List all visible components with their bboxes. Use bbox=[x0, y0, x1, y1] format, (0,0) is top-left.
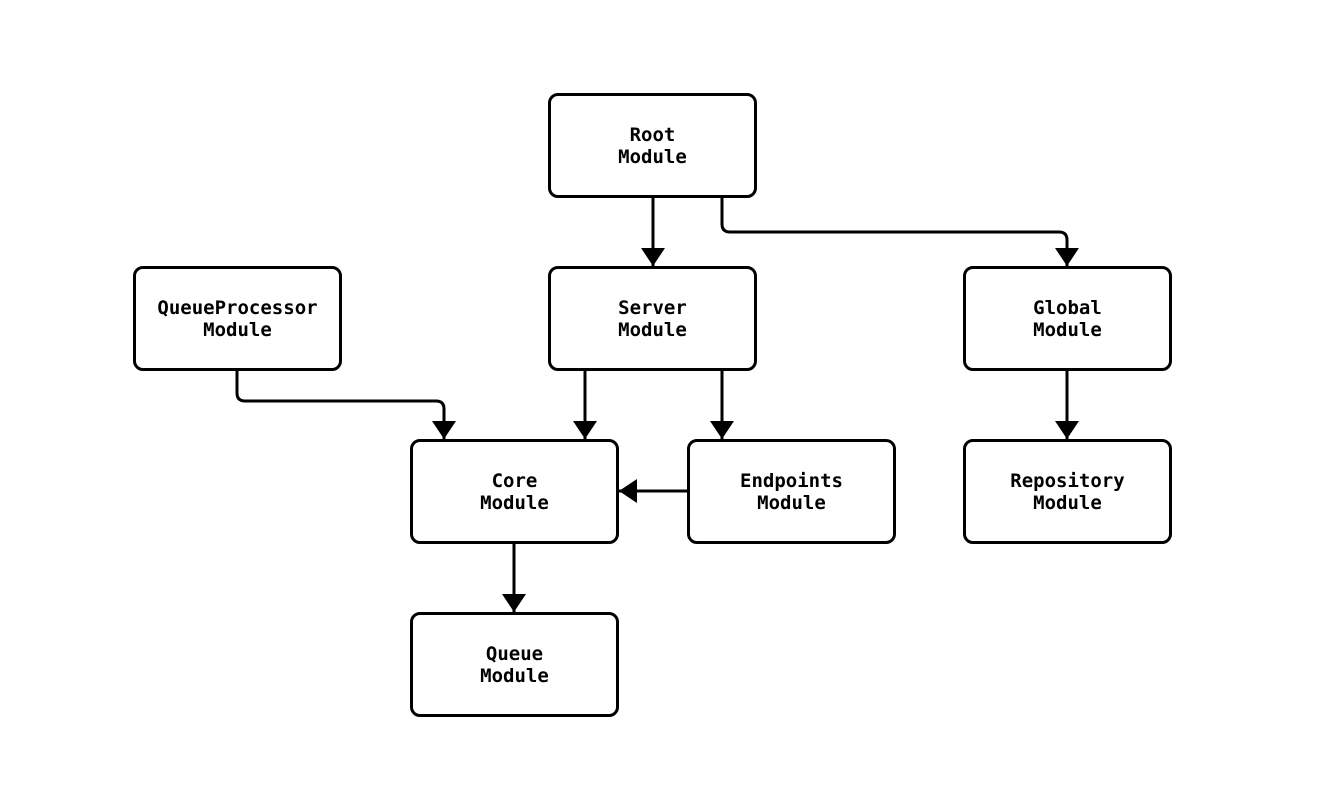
module-node-label: QueueProcessor Module bbox=[157, 296, 318, 341]
module-node-server: Server Module bbox=[548, 266, 757, 371]
module-node-queue: Queue Module bbox=[410, 612, 619, 717]
module-node-label: Root Module bbox=[618, 123, 687, 168]
module-node-label: Global Module bbox=[1033, 296, 1102, 341]
edge-queueprocessor-to-core bbox=[235, 371, 456, 439]
module-node-core: Core Module bbox=[410, 439, 619, 544]
module-node-root: Root Module bbox=[548, 93, 757, 198]
module-node-endpoints: Endpoints Module bbox=[687, 439, 896, 544]
module-node-queueprocessor: QueueProcessor Module bbox=[133, 266, 342, 371]
module-node-label: Core Module bbox=[480, 469, 549, 514]
module-node-label: Queue Module bbox=[480, 642, 549, 687]
edge-root-to-global bbox=[720, 198, 1079, 266]
module-node-label: Repository Module bbox=[1010, 469, 1125, 514]
module-node-label: Endpoints Module bbox=[740, 469, 843, 514]
module-node-label: Server Module bbox=[618, 296, 687, 341]
module-node-repository: Repository Module bbox=[963, 439, 1172, 544]
module-node-global: Global Module bbox=[963, 266, 1172, 371]
